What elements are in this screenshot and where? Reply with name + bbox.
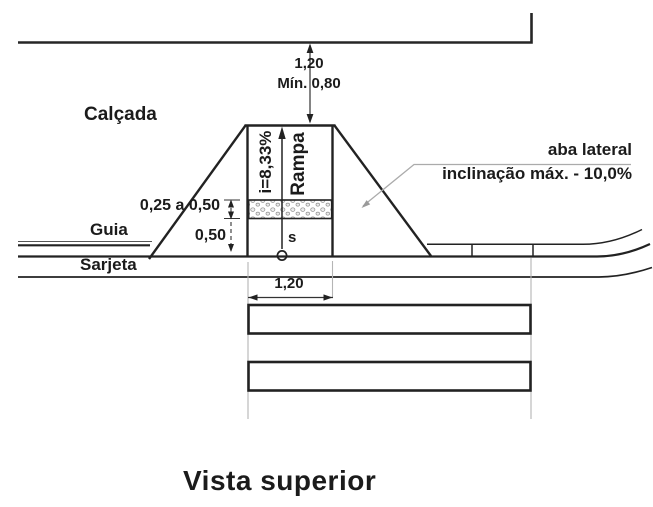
- top-dimension-arrow-up-icon: [306, 43, 314, 53]
- guia-height-arrow-down-icon: [228, 244, 234, 252]
- aba-lateral-leader-line: [362, 163, 631, 207]
- calcada-label: Calçada: [84, 104, 157, 125]
- guia-label: Guia: [90, 220, 128, 239]
- min-width-dimension-label: Mín. 0,80: [277, 75, 341, 92]
- plan-view-slab-1: [247, 303, 532, 335]
- leader-arrow-icon: [361, 200, 371, 208]
- tactile-band: [247, 199, 333, 220]
- guia-right-line: [427, 228, 643, 246]
- sarjeta-label: Sarjeta: [80, 255, 137, 274]
- sidewalk-edge-line: [18, 13, 533, 44]
- ramp-width-arrow-left-icon: [248, 294, 258, 301]
- top-dimension-arrow-down-icon: [306, 114, 314, 124]
- ramp-left-wing-edge: [148, 124, 247, 260]
- figure-title: Vista superior: [183, 465, 377, 496]
- rampa-label: Rampa: [288, 132, 309, 196]
- top-width-dimension-label: 1,20: [294, 55, 324, 72]
- ramp-width-dimension-label: 1,20: [274, 275, 304, 292]
- aba-inclinacao-label: inclinação máx. - 10,0%: [442, 164, 632, 183]
- centerline-arrow-icon: [278, 126, 286, 139]
- aba-lateral-label: aba lateral: [547, 140, 632, 159]
- faixa-dim-arrow-up-icon: [228, 199, 234, 208]
- flow-point-label: s: [288, 229, 297, 246]
- faixa-dim-arrow-down-icon: [228, 211, 234, 220]
- plan-view-slab-2: [247, 360, 532, 392]
- curb-face-line: [18, 243, 651, 258]
- sarjeta-bottom-line: [18, 266, 653, 278]
- faixa-dimension-label: 0,25 a 0,50: [139, 197, 220, 214]
- ramp-width-arrow-right-icon: [323, 294, 333, 301]
- ramp-slope-label: i=8,33%: [256, 130, 275, 194]
- guia-height-dimension-label: 0,50: [194, 227, 226, 244]
